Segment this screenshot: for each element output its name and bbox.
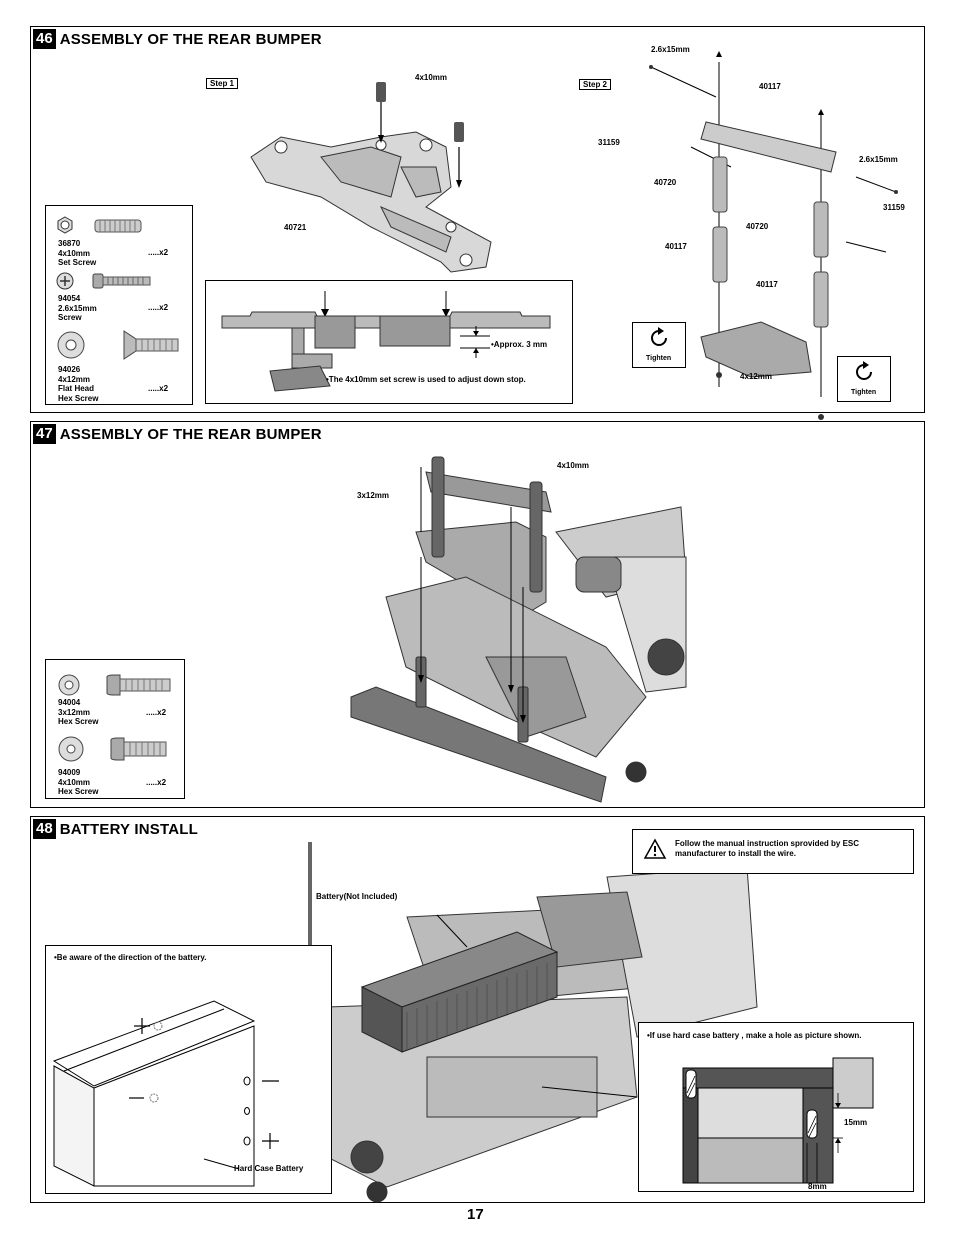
rotate-arrow-icon [856, 361, 872, 380]
part-entry-2: 94054 2.6x15mm Screw [58, 294, 97, 323]
section-46: 46 ASSEMBLY OF THE REAR BUMPER Step 1 St… [30, 26, 925, 420]
screw-icon [92, 273, 151, 289]
parts-list-box: 36870 4x10mm Set Screw .....x2 94054 2.6… [45, 205, 193, 405]
part-code: 94009 [58, 768, 81, 777]
part-qty: .....x2 [148, 303, 169, 312]
battery-label: Battery(Not Included) [316, 892, 398, 901]
part-code: 94054 [58, 294, 81, 303]
warning-box: Follow the manual instruction sprovided … [632, 829, 914, 874]
rear-bumper-chassis-illustration [350, 456, 687, 803]
part-type: Flat Head [58, 384, 95, 393]
screw-label-bottom: 4x12mm [740, 372, 773, 381]
part-qty: .....x2 [148, 248, 169, 257]
step-number: 47 [33, 424, 56, 444]
step-number: 46 [33, 29, 56, 49]
tighten-label: Tighten [851, 389, 877, 396]
section-title: ASSEMBLY OF THE REAR BUMPER [59, 425, 322, 443]
part-size: 4x10mm [58, 777, 91, 787]
battery-direction-box: •Be aware of the direction of the batter… [45, 945, 332, 1194]
screw-label-4x10: 4x10mm [557, 461, 590, 470]
set-screw-label: 4x10mm [415, 73, 448, 82]
section-46-header: 46 ASSEMBLY OF THE REAR BUMPER [33, 29, 322, 49]
section-48: 48 BATTERY INSTALL [30, 816, 925, 1203]
part-entry-2: 94009 4x10mm Hex Screw [58, 768, 98, 797]
hex-screw-icon [110, 737, 167, 761]
direction-note: •Be aware of the direction of the batter… [54, 953, 207, 962]
part-size: 3x12mm [58, 707, 91, 717]
part-code: 94026 [58, 365, 81, 374]
washer-icon [58, 674, 80, 696]
approx-gap-note: •Approx. 3 mm [491, 340, 548, 349]
flat-head-screw-icon [123, 330, 179, 360]
section-title: BATTERY INSTALL [59, 820, 198, 838]
section-47: 47 ASSEMBLY OF THE REAR BUMPER [30, 421, 925, 808]
height-dimension-label: 15mm [844, 1118, 868, 1127]
section-47-header: 47 ASSEMBLY OF THE REAR BUMPER [33, 424, 322, 444]
tighten-label: Tighten [646, 355, 672, 362]
rotate-arrow-icon [651, 327, 667, 346]
part-type: Hex Screw [58, 717, 99, 726]
part-code: 94004 [58, 698, 81, 707]
screw-label-right: 2.6x15mm [859, 155, 898, 164]
width-dimension-label: 8mm [808, 1182, 827, 1191]
part-type: Hex Screw [58, 787, 99, 796]
parts-list-box: 94004 3x12mm Hex Screw .....x2 94009 4x1… [45, 659, 185, 799]
step-number: 48 [33, 819, 56, 839]
screw-label-3x12: 3x12mm [357, 491, 390, 500]
part-code: 36870 [58, 239, 81, 248]
part-size: 4x12mm [58, 374, 91, 384]
section-title: ASSEMBLY OF THE REAR BUMPER [59, 30, 322, 48]
part-entry-1: 94004 3x12mm Hex Screw [58, 698, 98, 727]
part-qty: .....x2 [146, 778, 167, 787]
set-screw-icon [94, 219, 142, 233]
down-stop-detail-illustration [221, 291, 551, 392]
warning-icon [643, 838, 667, 859]
part-type-2: Hex Screw [58, 393, 99, 403]
hole-detail-box: •If use hard case battery , make a hole … [638, 1022, 914, 1192]
part-label-40117: 40117 [759, 82, 781, 91]
part-size: 2.6x15mm [58, 303, 97, 313]
section-48-header: 48 BATTERY INSTALL [33, 819, 198, 839]
step-1-tag: Step 1 [206, 78, 239, 89]
hole-detail-illustration [682, 1057, 874, 1184]
plate-part-label: 40721 [284, 223, 307, 232]
part-type: Set Screw [58, 258, 97, 267]
tighten-box-a: Tighten [632, 322, 686, 368]
battery-install-illustration [308, 842, 758, 1203]
washer-icon [58, 736, 84, 762]
step-2-tag: Step 2 [579, 79, 612, 90]
down-stop-detail-box: •Approx. 3 mm •The 4x10mm set screw is u… [205, 280, 573, 404]
hex-screw-icon [106, 674, 171, 696]
down-stop-note: •The 4x10mm set screw is used to adjust … [326, 375, 526, 384]
part-qty: .....x2 [148, 384, 169, 393]
nut-icon [57, 216, 73, 234]
screw-head-icon [56, 272, 74, 290]
washer-icon [57, 331, 85, 359]
tighten-box-b: Tighten [837, 356, 891, 402]
part-label-31159: 31159 [883, 203, 905, 212]
part-qty: .....x2 [146, 708, 167, 717]
hard-case-battery-illustration [52, 1000, 279, 1187]
bumper-plate-illustration [250, 82, 492, 273]
part-label-40117: 40117 [665, 242, 687, 251]
page-number: 17 [467, 1206, 484, 1223]
part-label-31159: 31159 [598, 138, 620, 147]
part-type: Screw [58, 313, 82, 322]
hard-case-battery-label: Hard Case Battery [234, 1164, 304, 1173]
hole-note: •If use hard case battery , make a hole … [647, 1031, 862, 1040]
part-label-40720: 40720 [746, 222, 769, 231]
part-label-40720: 40720 [654, 178, 677, 187]
step-2-exploded-illustration [649, 51, 898, 420]
part-label-40117: 40117 [756, 280, 778, 289]
screw-label-top: 2.6x15mm [651, 45, 690, 54]
warning-text: Follow the manual instruction sprovided … [675, 839, 860, 858]
part-entry-1: 36870 4x10mm Set Screw [58, 239, 96, 268]
part-entry-3: 94026 4x12mm Flat Head Hex Screw [58, 365, 98, 403]
part-size: 4x10mm [58, 248, 91, 258]
